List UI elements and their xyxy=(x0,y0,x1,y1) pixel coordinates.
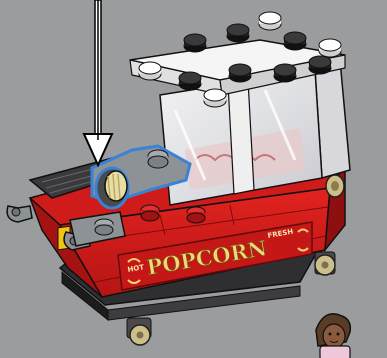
black-stud xyxy=(284,32,306,50)
round-light-piece xyxy=(96,168,128,208)
black-stud xyxy=(274,64,296,82)
white-stud xyxy=(139,62,161,80)
round-tile-right xyxy=(326,175,344,197)
white-stud xyxy=(319,39,341,57)
black-stud xyxy=(309,56,331,74)
clip-left-upper xyxy=(7,206,32,222)
black-stud xyxy=(179,72,201,90)
white-stud xyxy=(259,12,281,30)
black-stud xyxy=(184,34,206,52)
black-stud xyxy=(227,24,249,42)
minifigure-icon xyxy=(316,314,350,358)
black-stud xyxy=(229,64,251,82)
wheel-back-right xyxy=(315,252,335,275)
white-stud xyxy=(204,89,226,107)
